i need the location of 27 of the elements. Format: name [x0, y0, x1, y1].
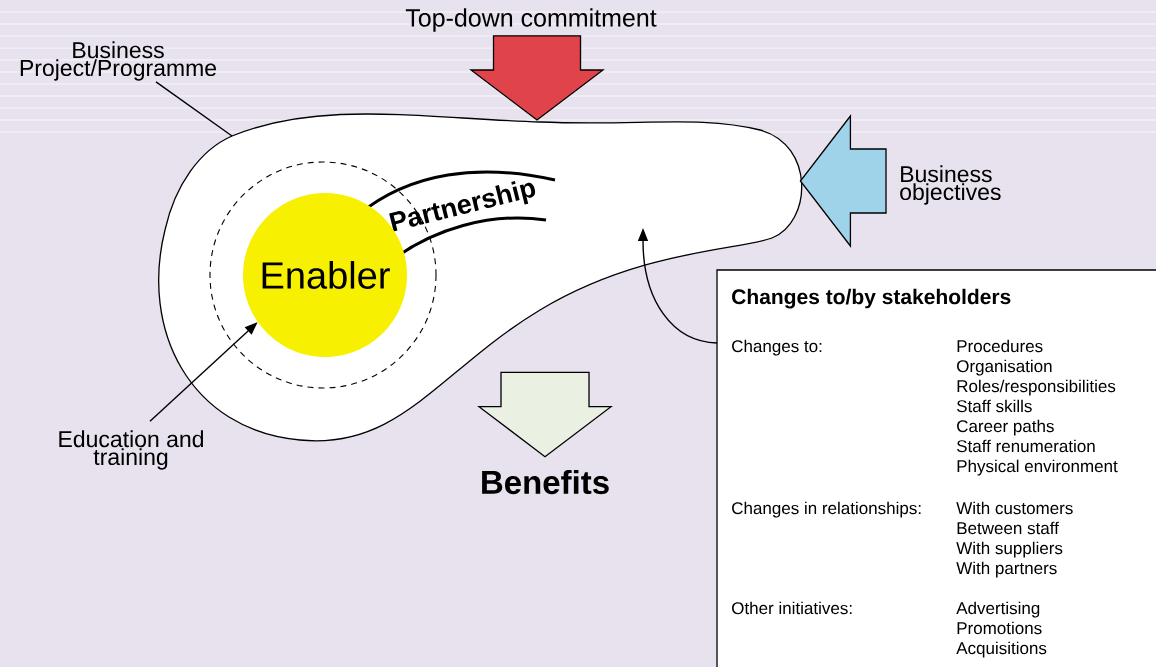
- list-item: With partners: [956, 561, 1057, 578]
- list-item: Staff skills: [957, 399, 1032, 413]
- block-arrow: [477, 371, 613, 458]
- list-item: Promotions: [957, 621, 1042, 635]
- row-label: Changes in relationships:: [732, 501, 921, 518]
- list-item: Career paths: [957, 419, 1054, 436]
- list-item: Staff renumeration: [957, 439, 1095, 453]
- block-arrow: [799, 114, 887, 248]
- label-text: Education and training: [59, 430, 203, 470]
- list-item: With suppliers: [956, 541, 1063, 558]
- list-item: Advertising: [956, 601, 1040, 618]
- list-item: Procedures: [957, 339, 1043, 353]
- box-heading: Changes to/by stakeholders: [732, 288, 1011, 309]
- row-label: Other initiatives:: [732, 601, 852, 615]
- list-item: With customers: [956, 501, 1073, 515]
- list-item: Organisation: [957, 359, 1052, 376]
- label-text: Benefits: [482, 469, 609, 495]
- list-item: Roles/responsibilities: [957, 379, 1116, 396]
- label-text: Top-down commitment: [405, 8, 657, 32]
- list-item: Physical environment: [957, 459, 1118, 476]
- leader-line: [155, 81, 233, 137]
- list-item: Between staff: [957, 521, 1059, 535]
- list-item: Acquisitions: [956, 641, 1047, 658]
- label-text: Business objectives: [900, 165, 1001, 205]
- label-text: Business Project/Programme: [20, 41, 217, 81]
- row-label: Changes to:: [732, 339, 822, 356]
- block-arrow: [469, 35, 605, 121]
